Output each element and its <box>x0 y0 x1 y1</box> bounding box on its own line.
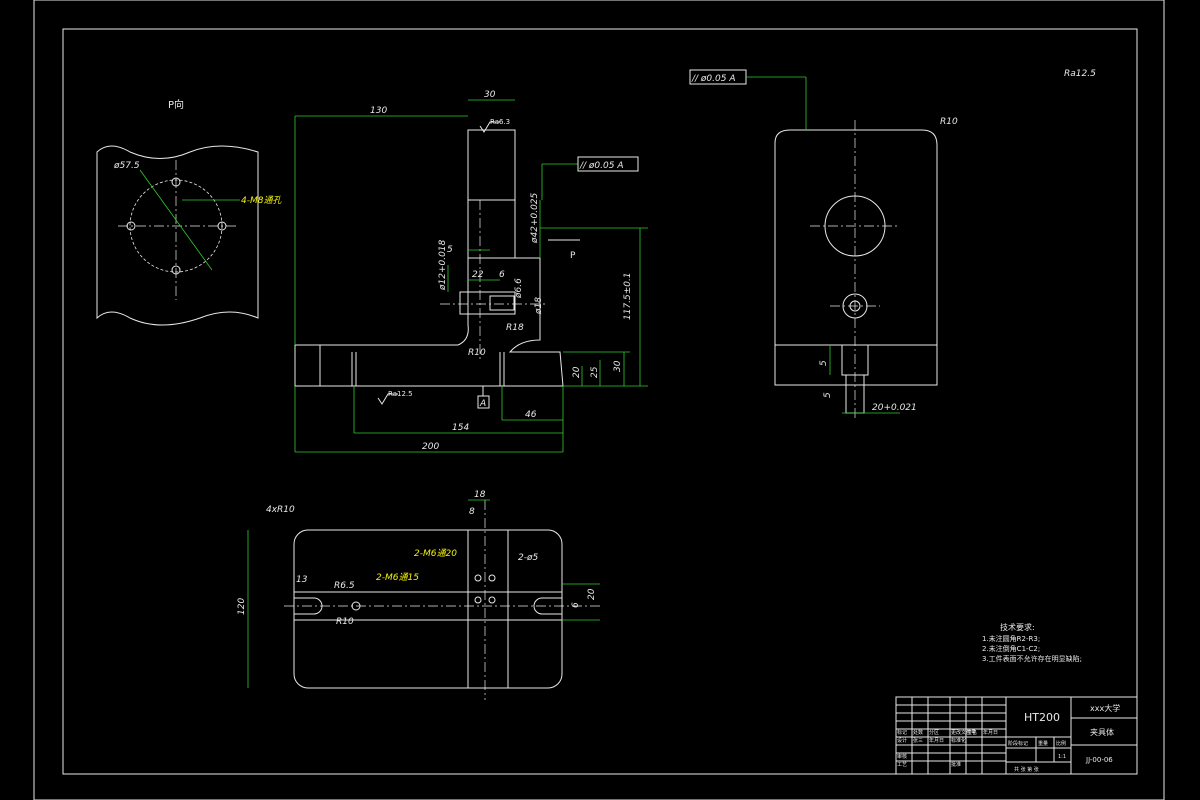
pcd-label: ø57.5 <box>113 161 140 171</box>
tb-part-name: 夹具体 <box>1090 727 1114 737</box>
tb-h0: 标记 <box>897 729 907 736</box>
front-tolerance: // ø0.05 A <box>579 161 624 171</box>
dim-20-top: 20 <box>587 588 597 600</box>
hole-bottom <box>171 265 181 275</box>
dim-r6-5: R6.5 <box>334 581 355 591</box>
roughness-top: Ra6.3 <box>490 118 510 126</box>
front-view: A 130 30 200 154 46 5 22 6 R18 R10 117.5… <box>294 90 648 453</box>
hatch-upper <box>467 129 516 201</box>
tech-item-3: 3.工件表面不允许存在明显缺陷; <box>982 654 1082 663</box>
dim-154: 154 <box>452 423 469 433</box>
front-body-outline <box>294 129 564 387</box>
tb-material: HT200 <box>1024 711 1060 724</box>
tb-sheet: 共 张 第 张 <box>1014 766 1039 773</box>
dim-130: 130 <box>370 106 387 116</box>
roughness-bottom: Ra12.5 <box>388 390 413 398</box>
tb-standard: 标准化 <box>951 737 966 744</box>
dim-117: 117.5±0.1 <box>623 272 633 320</box>
hole-right <box>217 221 227 231</box>
dim-20-h: 20 <box>572 366 582 378</box>
dim-30-h: 30 <box>613 360 623 372</box>
tb-h3: 更改文件号 <box>951 729 976 736</box>
dim-30: 30 <box>484 90 496 100</box>
p-view: P向 ø57.5 4-M8通孔 <box>96 98 282 326</box>
side-r10: R10 <box>940 117 958 127</box>
dim-25: 25 <box>590 366 600 378</box>
p-view-outline <box>96 145 259 326</box>
holes-label: 4-M8通孔 <box>241 195 282 206</box>
dim-phi5: 2-ø5 <box>518 553 538 563</box>
side-dim-5a: 5 <box>819 360 829 366</box>
hole-top <box>171 177 181 187</box>
dim-13: 13 <box>296 575 308 585</box>
dim-12: ø12+0.018 <box>438 239 448 291</box>
tech-requirements: 技术要求: 1.未注圆角R2-R3; 2.未注倒角C1-C2; 3.工件表面不允… <box>982 622 1082 663</box>
tech-item-1: 1.未注圆角R2-R3; <box>982 634 1040 643</box>
dim-r10-top: R10 <box>336 617 354 627</box>
tb-designer: 张三 <box>913 737 923 744</box>
bore-cross-section <box>459 291 516 315</box>
dim-18: ø18 <box>534 297 544 315</box>
tb-weight: 重量 <box>1038 740 1048 747</box>
tb-design-date: 年月日 <box>929 737 944 744</box>
dim-m6-15: 2-M6通15 <box>376 572 419 583</box>
dim-200: 200 <box>422 442 439 452</box>
dim-120: 120 <box>237 598 247 615</box>
tb-approve: 批准 <box>951 761 961 768</box>
dim-r18: R18 <box>506 323 524 333</box>
side-dim-20: 20+0.021 <box>872 403 917 413</box>
dim-4xr10: 4xR10 <box>266 505 295 515</box>
p-arrow-label: P <box>570 251 576 261</box>
side-view: R10 // ø0.05 A 5 5 20+0.021 Ra12.5 <box>689 69 1096 418</box>
tb-process: 工艺 <box>897 762 907 768</box>
tech-title: 技术要求: <box>1000 622 1035 632</box>
title-block: HT200 xxx大学 夹具体 JJ-00-06 标记 处数 分区 更改文件号 … <box>895 696 1138 775</box>
dim-8-top: 8 <box>469 507 475 517</box>
dim-r10-front: R10 <box>468 348 486 358</box>
dim-6-top: 6 <box>571 602 581 608</box>
top-outline <box>293 529 563 689</box>
dim-6: 6 <box>499 270 505 280</box>
dim-m6-20: 2-M6通20 <box>414 548 457 559</box>
tb-h4: 签名 <box>967 729 977 736</box>
tb-ratio: 比例 <box>1056 740 1066 747</box>
tb-stage: 阶段标记 <box>1008 740 1028 747</box>
dim-46: 46 <box>525 410 537 420</box>
dim-6-6: ø6.6 <box>514 278 524 299</box>
tech-item-2: 2.未注倒角C1-C2; <box>982 644 1040 653</box>
side-tolerance: // ø0.05 A <box>691 74 736 84</box>
side-outline <box>774 129 938 386</box>
top-view: 120 4xR10 18 8 13 2-M6通20 2-M6通15 2-ø5 R… <box>237 490 600 700</box>
tb-school: xxx大学 <box>1090 703 1120 713</box>
tb-h1: 处数 <box>913 729 923 736</box>
slot-right <box>533 597 562 615</box>
tb-check: 审核 <box>897 753 907 760</box>
dim-42: ø42+0.025 <box>530 192 540 244</box>
dim-22: 22 <box>472 270 484 280</box>
side-dim-5b: 5 <box>823 392 833 398</box>
inner-frame <box>62 28 1138 775</box>
dim-5: 5 <box>447 245 453 255</box>
datum-a: A <box>479 399 486 409</box>
tb-h5: 年月日 <box>983 729 998 736</box>
outer-frame <box>33 0 1165 800</box>
tb-h2: 分区 <box>929 729 939 736</box>
p-view-label: P向 <box>168 98 184 111</box>
hole-left <box>126 221 136 231</box>
tb-drawing-no: JJ-00-06 <box>1085 756 1113 764</box>
dim-18-top: 18 <box>474 490 486 500</box>
surface-symbol: Ra12.5 <box>1064 69 1096 79</box>
tb-ratio-value: 1:1 <box>1058 754 1066 760</box>
tb-design: 设计 <box>897 737 907 744</box>
